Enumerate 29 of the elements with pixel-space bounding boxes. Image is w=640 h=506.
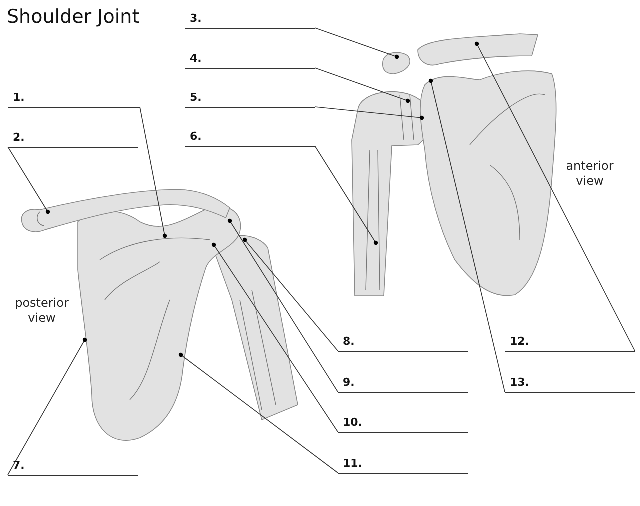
answer-line: 10.	[338, 416, 468, 433]
leader-line	[140, 106, 168, 238]
answer-line: 12.	[505, 335, 635, 352]
leader-line	[212, 242, 338, 432]
leader-line	[428, 78, 506, 392]
view-label: posterior view	[14, 296, 70, 326]
answer-line: 5.	[185, 91, 315, 108]
diagram-title: Shoulder Joint	[7, 6, 140, 28]
answer-line: 3.	[185, 12, 315, 29]
leader-line	[314, 146, 378, 246]
view-label: anterior view	[565, 159, 615, 189]
leader-line	[8, 338, 88, 476]
leader-line	[314, 68, 410, 104]
answer-line: 8.	[338, 335, 468, 352]
answer-line: 2.	[8, 131, 138, 148]
leader-line	[314, 106, 424, 120]
answer-line: 7.	[8, 459, 138, 476]
answer-line: 13.	[505, 376, 635, 393]
leader-line	[178, 352, 338, 474]
answer-line: 1.	[8, 91, 140, 108]
answer-line: 4.	[185, 52, 315, 69]
leader-line	[474, 42, 636, 352]
leader-line	[228, 218, 338, 392]
leader-line	[242, 238, 338, 352]
answer-line: 9.	[338, 376, 468, 393]
answer-line: 6.	[185, 130, 315, 147]
leader-line	[314, 28, 400, 60]
answer-line: 11.	[338, 457, 468, 474]
leader-line	[8, 146, 50, 214]
